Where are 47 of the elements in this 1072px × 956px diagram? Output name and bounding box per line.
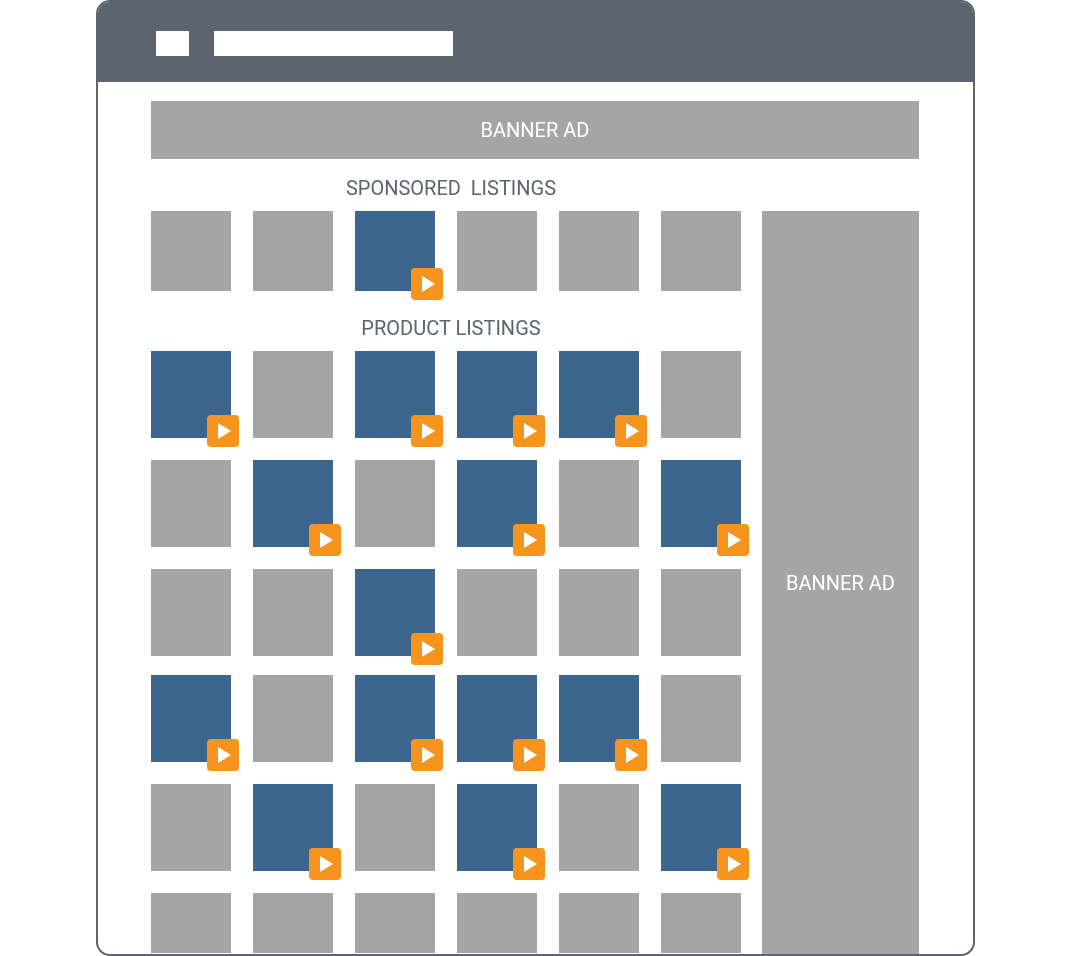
- listing-tile: [457, 893, 537, 953]
- video-listing-tile: [457, 460, 537, 547]
- video-listing-tile: [457, 351, 537, 438]
- video-listing-tile: [457, 675, 537, 762]
- listing-tile: [457, 211, 537, 291]
- listing-tile: [661, 675, 741, 762]
- video-listing-tile: [355, 569, 435, 656]
- video-listing-tile: [355, 211, 435, 291]
- listing-tile: [355, 460, 435, 547]
- listing-tile: [151, 893, 231, 953]
- listing-tile: [253, 675, 333, 762]
- video-listing-tile: [559, 351, 639, 438]
- browser-window: [96, 0, 975, 956]
- listing-tile: [355, 893, 435, 953]
- banner-ad: BANNER AD: [151, 101, 919, 159]
- listing-tile: [559, 569, 639, 656]
- listing-tile: [151, 211, 231, 291]
- listing-tile: [661, 893, 741, 953]
- video-listing-tile: [355, 351, 435, 438]
- listing-tile: [661, 351, 741, 438]
- listing-tile: [151, 569, 231, 656]
- listing-tile: [151, 460, 231, 547]
- listing-tile: [559, 211, 639, 291]
- section-heading: SPONSORED LISTINGS: [345, 176, 557, 200]
- listing-tile: [457, 569, 537, 656]
- video-listing-tile: [253, 784, 333, 871]
- listing-tile: [151, 784, 231, 871]
- video-listing-tile: [355, 675, 435, 762]
- listing-tile: [355, 784, 435, 871]
- listing-tile: [661, 569, 741, 656]
- listing-tile: [253, 569, 333, 656]
- video-listing-tile: [661, 460, 741, 547]
- video-listing-tile: [661, 784, 741, 871]
- listing-tile: [559, 460, 639, 547]
- video-listing-tile: [151, 351, 231, 438]
- listing-tile: [253, 211, 333, 291]
- section-heading: PRODUCT LISTINGS: [361, 316, 541, 340]
- video-listing-tile: [559, 675, 639, 762]
- listing-tile: [661, 211, 741, 291]
- listing-tile: [559, 893, 639, 953]
- video-listing-tile: [151, 675, 231, 762]
- listing-tile: [253, 351, 333, 438]
- video-listing-tile: [253, 460, 333, 547]
- video-listing-tile: [457, 784, 537, 871]
- listing-tile: [253, 893, 333, 953]
- listing-tile: [559, 784, 639, 871]
- banner-ad: BANNER AD: [762, 211, 919, 954]
